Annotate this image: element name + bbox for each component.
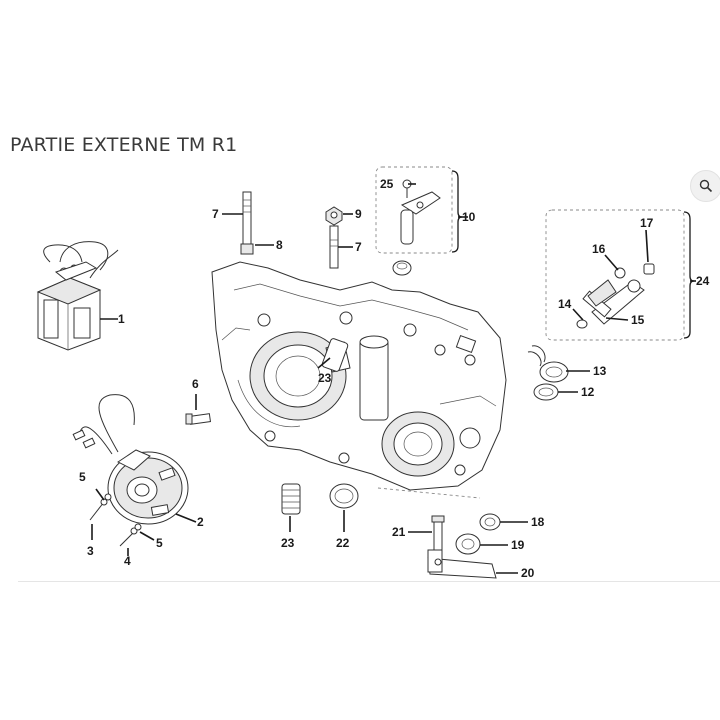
bracket-10 xyxy=(451,170,463,253)
callout-20: 20 xyxy=(521,566,535,580)
divider xyxy=(18,581,720,582)
callout-24: 24 xyxy=(696,274,710,288)
callout-8: 8 xyxy=(276,238,283,252)
stator-flywheel xyxy=(72,394,189,525)
callout-9: 9 xyxy=(355,207,362,221)
stator-screws xyxy=(89,493,142,547)
callout-7-right: 7 xyxy=(355,240,362,254)
crankcase xyxy=(211,261,507,499)
page-title: PARTIE EXTERNE TM R1 xyxy=(10,134,238,156)
callout-5-top: 5 xyxy=(79,470,86,484)
group-box-10 xyxy=(375,166,453,254)
bottom-right-parts xyxy=(427,513,501,579)
ignition-coil xyxy=(36,241,119,351)
callout-19: 19 xyxy=(511,538,525,552)
callout-2: 2 xyxy=(197,515,204,529)
callout-13: 13 xyxy=(593,364,607,378)
callout-22: 22 xyxy=(336,536,350,550)
callout-12: 12 xyxy=(581,385,595,399)
bottom-center-parts xyxy=(281,338,359,515)
callout-17: 17 xyxy=(640,216,654,230)
callout-1: 1 xyxy=(118,312,125,326)
callout-6: 6 xyxy=(192,377,199,391)
group-box-24 xyxy=(545,209,685,341)
bolt-6 xyxy=(185,413,212,425)
callout-23-bottom: 23 xyxy=(281,536,295,550)
callout-14: 14 xyxy=(558,297,572,311)
zoom-button[interactable] xyxy=(690,170,720,202)
callout-5-bottom: 5 xyxy=(156,536,163,550)
callout-15: 15 xyxy=(631,313,645,327)
callout-10: 10 xyxy=(462,210,476,224)
callout-16: 16 xyxy=(592,242,606,256)
callout-3: 3 xyxy=(87,544,94,558)
callout-21: 21 xyxy=(392,525,406,539)
callout-7-left: 7 xyxy=(212,207,219,221)
callout-4: 4 xyxy=(124,554,131,568)
top-studs xyxy=(240,191,412,276)
callout-25: 25 xyxy=(380,177,394,191)
callouts: 1 2 3 4 5 5 6 7 7 8 9 10 12 13 14 15 16 … xyxy=(79,177,710,580)
callout-23-top: 23 xyxy=(318,371,332,385)
magnifier-icon xyxy=(699,179,713,193)
callout-18: 18 xyxy=(531,515,545,529)
leader-lines xyxy=(91,183,696,574)
bracket-24 xyxy=(683,211,695,339)
right-small-parts xyxy=(527,345,569,401)
